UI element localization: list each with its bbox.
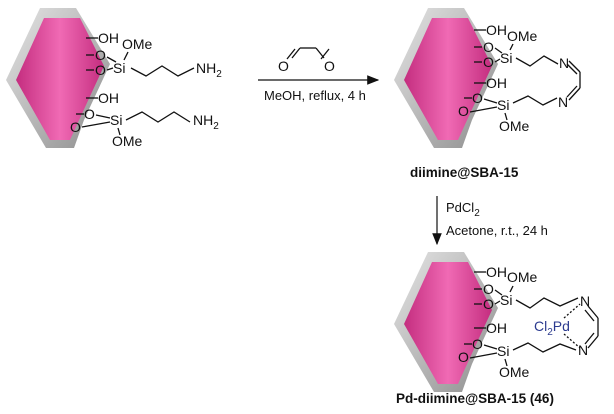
silica-core — [404, 18, 492, 140]
step2-reagent-main: PdCl — [446, 200, 474, 215]
pd-n-bond-top — [563, 303, 581, 319]
amine-1b-sub: 2 — [213, 121, 219, 132]
silicon-2b: Si — [497, 97, 509, 113]
surface-bonds-2 — [464, 29, 486, 99]
oxygen-2a: O — [483, 39, 494, 55]
oxygen-2d: O — [458, 103, 469, 119]
methoxy-3a: OMe — [507, 269, 538, 285]
imine-n-2b: N — [558, 94, 568, 110]
product2-label: Pd-diimine@SBA-15 (46) — [396, 391, 554, 406]
hydroxyl-mid-2: OH — [486, 75, 507, 91]
sba15-particle-3 — [394, 252, 498, 392]
oxygen-1a: O — [95, 47, 106, 63]
silicon-2a: Si — [500, 50, 512, 66]
sba15-particle-1 — [6, 8, 110, 148]
methoxy-2a: OMe — [507, 28, 538, 44]
step2-reagent-sub: 2 — [474, 208, 480, 219]
hydroxyl-top-2: OH — [486, 22, 507, 38]
glyoxal-structure: O O — [278, 47, 335, 74]
oxygen-1d: O — [70, 119, 81, 135]
oxygen-2b: O — [483, 54, 494, 70]
step1-conditions: MeOH, reflux, 4 h — [264, 88, 366, 103]
oxygen-3b: O — [483, 296, 494, 312]
step2-reagent: PdCl2 — [446, 200, 480, 219]
oxygen-3c: O — [472, 336, 483, 352]
hydroxyl-mid-3: OH — [486, 320, 507, 336]
methoxy-1b: OMe — [112, 133, 143, 149]
oxygen-1b: O — [95, 62, 106, 78]
step2-conditions: Acetone, r.t., 24 h — [446, 223, 548, 238]
silica-core — [404, 262, 492, 384]
hydroxyl-mid-1: OH — [98, 90, 119, 106]
surface-bonds-1 — [76, 37, 98, 115]
silicon-3b: Si — [497, 343, 509, 359]
imine-n-2a: N — [559, 55, 569, 71]
pd-metal: Pd — [553, 318, 570, 334]
glyoxal-oxygen-left: O — [278, 58, 289, 74]
product1-label: diimine@SBA-15 — [410, 165, 519, 180]
sba15-particle-2 — [394, 8, 498, 148]
methoxy-2b: OMe — [499, 118, 530, 134]
methoxy-1a: OMe — [122, 36, 153, 52]
amine-1a-label: NH — [196, 60, 216, 76]
hydroxyl-top-3: OH — [486, 264, 507, 280]
surface-bonds-3 — [464, 271, 486, 345]
pd-n-bond-bottom — [563, 333, 581, 349]
imine-n-3b: N — [578, 342, 588, 358]
oxygen-3d: O — [458, 349, 469, 365]
methoxy-3b: OMe — [499, 364, 530, 380]
oxygen-1c: O — [84, 106, 95, 122]
silicon-1a: Si — [113, 60, 125, 76]
amine-1b: NH2 — [193, 112, 219, 132]
amine-1a: NH2 — [196, 60, 222, 80]
hydroxyl-top-1: OH — [98, 30, 119, 46]
pdcl2-center: Cl2Pd — [534, 318, 570, 338]
pd-cl-sub: 2 — [547, 327, 553, 338]
oxygen-3a: O — [483, 281, 494, 297]
amine-1b-label: NH — [193, 112, 213, 128]
silicon-3a: Si — [500, 292, 512, 308]
amine-1a-sub: 2 — [216, 69, 222, 80]
pd-cl: Cl — [534, 318, 547, 334]
silica-core — [16, 18, 104, 140]
glyoxal-oxygen-right: O — [324, 58, 335, 74]
imine-n-3a: N — [580, 293, 590, 309]
silicon-1b: Si — [110, 112, 122, 128]
oxygen-2c: O — [472, 90, 483, 106]
